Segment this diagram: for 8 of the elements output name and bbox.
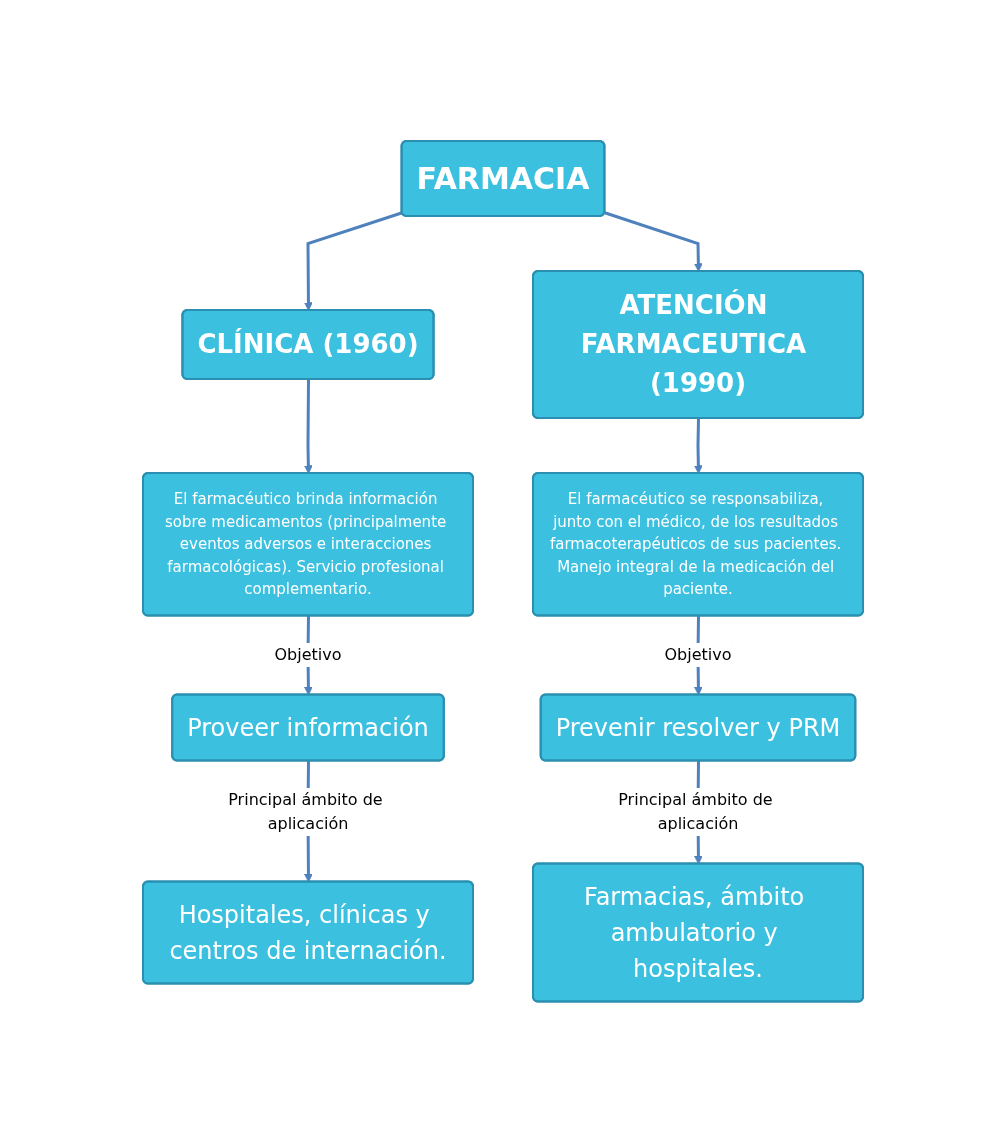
arrow <box>303 379 313 474</box>
edge-label: Objetivo <box>664 644 732 664</box>
arrow <box>304 211 403 311</box>
arrow <box>693 418 703 474</box>
edge-label: Objetivo <box>274 644 342 664</box>
arrow <box>604 211 703 272</box>
edge-label: Principal ámbito de aplicación <box>618 789 773 833</box>
edge-label: Principal ámbito de aplicación <box>228 789 383 833</box>
